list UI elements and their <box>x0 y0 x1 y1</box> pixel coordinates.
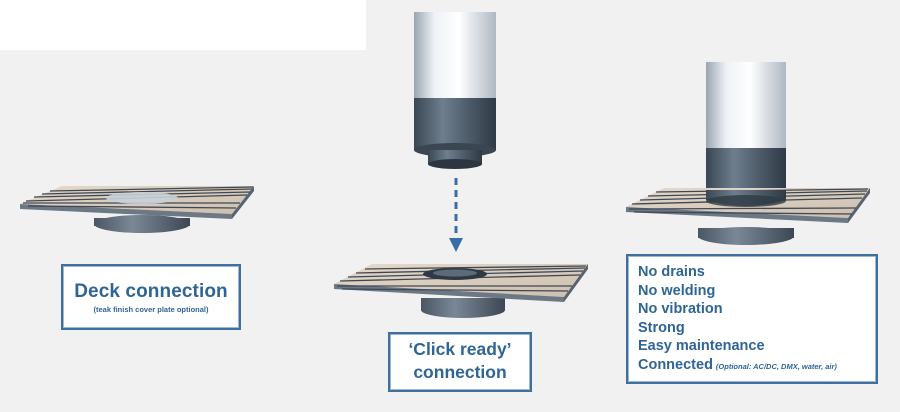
deck-connection-label: Deck connection (teak finish cover plate… <box>61 264 241 330</box>
feature-item: No drains <box>638 264 705 280</box>
click-ready-line1: ‘Click ready’ <box>408 339 512 359</box>
features-list: No drains No welding No vibration Strong… <box>628 256 876 376</box>
click-ready-label: ‘Click ready’ connection <box>388 332 532 392</box>
deck-connection-title: Deck connection <box>74 281 228 302</box>
feature-item: Easy maintenance <box>638 338 765 354</box>
connected-note: (Optional: AC/DC, DMX, water, air) <box>715 361 837 371</box>
connected-pole-icon <box>706 62 786 206</box>
deck-connection-subtitle: (teak finish cover plate optional) <box>93 305 209 314</box>
deck-plate-icon <box>20 186 254 233</box>
feature-item: Strong <box>638 319 685 336</box>
click-ready-line2: connection <box>413 362 507 382</box>
connected-text: Connected <box>638 356 713 373</box>
feature-item: No vibration <box>638 301 723 317</box>
feature-item: No welding <box>638 282 716 299</box>
down-arrow-icon <box>449 178 463 252</box>
top-white-panel <box>0 0 366 50</box>
feature-item-connected: Connected(Optional: AC/DC, DMX, water, a… <box>638 356 876 377</box>
pole-icon <box>414 12 496 169</box>
click-plate-icon <box>334 264 588 318</box>
features-label: No drains No welding No vibration Strong… <box>626 254 878 384</box>
connected-plate-icon <box>626 188 870 245</box>
